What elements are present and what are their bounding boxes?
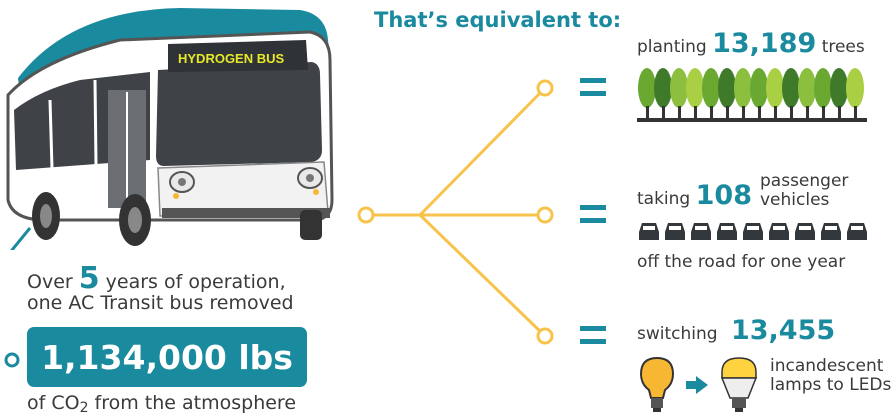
- tree-icon: [637, 68, 867, 122]
- years-value: 5: [78, 261, 100, 296]
- summary-line-3: of CO2 from the atmosphere: [27, 392, 297, 416]
- equals-icon: [580, 326, 606, 352]
- summary-line-1: Over 5 years of operation,: [27, 261, 286, 296]
- bus-sign: HYDROGEN BUS: [178, 51, 285, 66]
- lamps-value: 13,455: [730, 315, 836, 346]
- arrow-right-icon: [686, 376, 708, 394]
- cars-suffix: passenger vehicles: [760, 171, 849, 210]
- car-icon: [639, 223, 867, 240]
- cars-after: off the road for one year: [637, 252, 846, 272]
- bus-icon: HYDROGEN BUS: [6, 8, 334, 250]
- cars-value: 108: [695, 180, 752, 211]
- lamps-text: switching 13,455: [637, 315, 836, 346]
- equals-icon: [580, 205, 606, 231]
- led-bulb-icon: [720, 357, 758, 412]
- co2-amount-box: 1,134,000 lbs: [27, 327, 307, 387]
- lamps-suffix: incandescent lamps to LEDs: [770, 356, 891, 395]
- co2-amount: 1,134,000 lbs: [41, 337, 293, 377]
- cars-text: taking 108: [637, 180, 752, 211]
- trees-value: 13,189: [712, 28, 817, 59]
- headline: That’s equivalent to:: [374, 8, 622, 32]
- incandescent-bulb-icon: [639, 356, 675, 412]
- trees-text: planting 13,189 trees: [637, 28, 865, 59]
- summary-line-2: one AC Transit bus removed: [27, 292, 294, 314]
- equals-icon: [580, 78, 606, 104]
